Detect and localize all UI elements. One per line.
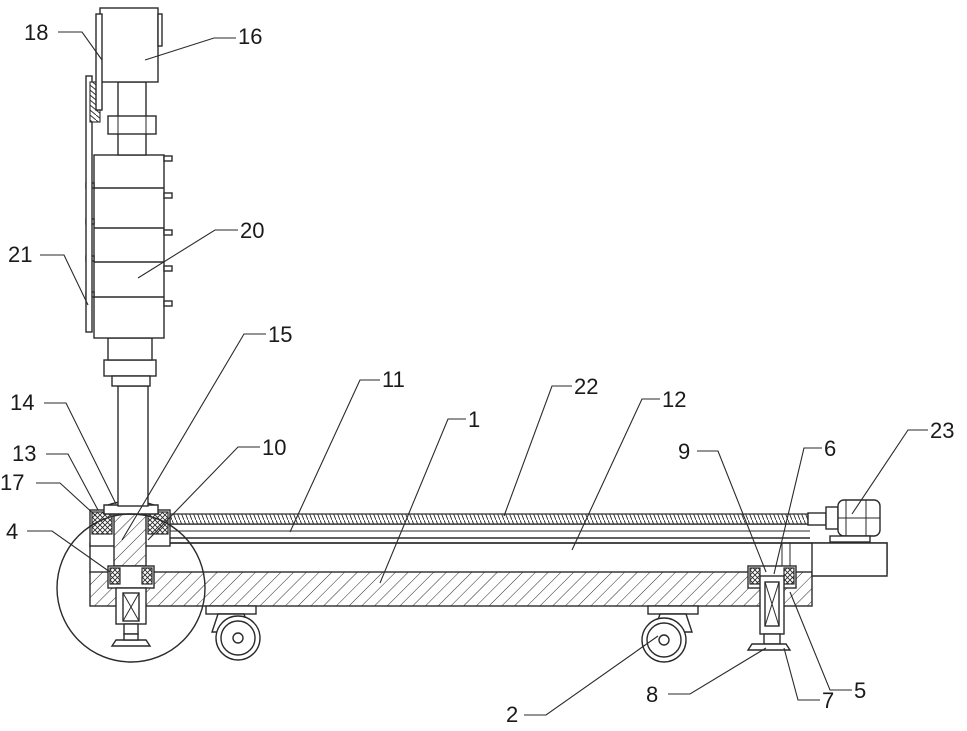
callout-15: 15 — [268, 322, 292, 347]
callout-21: 21 — [8, 242, 32, 267]
callout-12: 12 — [662, 387, 686, 412]
callout-7: 7 — [822, 688, 834, 713]
lead-screw — [170, 513, 826, 525]
callout-17: 17 — [0, 470, 24, 495]
vertical-column — [86, 8, 172, 506]
callout-4: 4 — [6, 519, 18, 544]
callout-5: 5 — [854, 678, 866, 703]
callout-23: 23 — [930, 418, 954, 443]
callout-2: 2 — [506, 702, 518, 727]
callout-20: 20 — [240, 218, 264, 243]
callout-11: 11 — [382, 367, 405, 392]
callout-9: 9 — [678, 439, 690, 464]
caster-wheel-right — [642, 606, 698, 662]
callout-10: 10 — [262, 435, 286, 460]
right-support-leg — [748, 566, 796, 650]
caster-wheel-left — [206, 606, 260, 660]
callout-8: 8 — [646, 682, 658, 707]
drive-motor — [826, 500, 880, 542]
callout-18: 18 — [24, 20, 48, 45]
base-plate — [90, 572, 812, 606]
callout-22: 22 — [574, 374, 598, 399]
callout-13: 13 — [12, 441, 36, 466]
leader-lines — [27, 32, 928, 715]
callout-14: 14 — [10, 390, 34, 415]
callout-16: 16 — [238, 24, 262, 49]
callout-1: 1 — [468, 407, 480, 432]
callout-6: 6 — [824, 436, 836, 461]
